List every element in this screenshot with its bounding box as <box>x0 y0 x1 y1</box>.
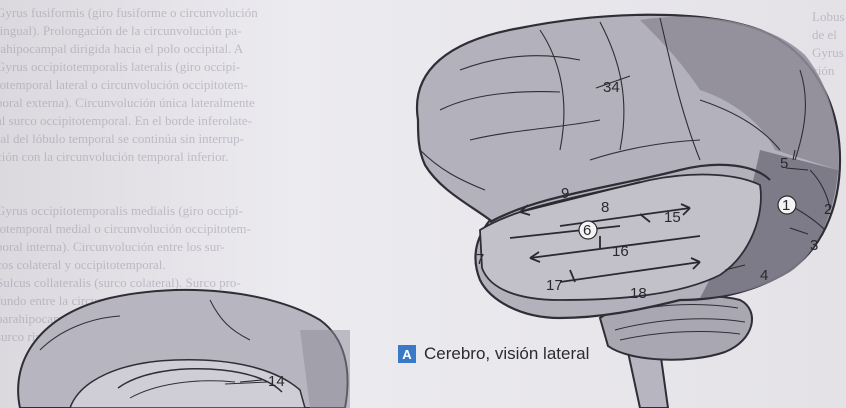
figure-caption: A Cerebro, visión lateral <box>398 344 589 364</box>
label-5: 5 <box>780 155 788 172</box>
label-9: 9 <box>561 185 569 202</box>
label-16: 16 <box>612 243 629 260</box>
label-18: 18 <box>630 285 647 302</box>
label-1: 1 <box>782 197 790 214</box>
label-7: 7 <box>476 251 484 268</box>
label-15: 15 <box>664 209 681 226</box>
label-4: 4 <box>760 267 768 284</box>
label-3: 3 <box>810 237 818 254</box>
label-34: 34 <box>603 79 620 96</box>
label-2: 2 <box>824 201 832 218</box>
label-17: 17 <box>546 277 563 294</box>
label-8: 8 <box>601 199 609 216</box>
caption-text: Cerebro, visión lateral <box>424 344 589 364</box>
medial-brain-view <box>18 290 350 408</box>
caption-letter-badge: A <box>398 345 416 363</box>
label-14: 14 <box>268 373 285 390</box>
label-6: 6 <box>583 222 591 239</box>
